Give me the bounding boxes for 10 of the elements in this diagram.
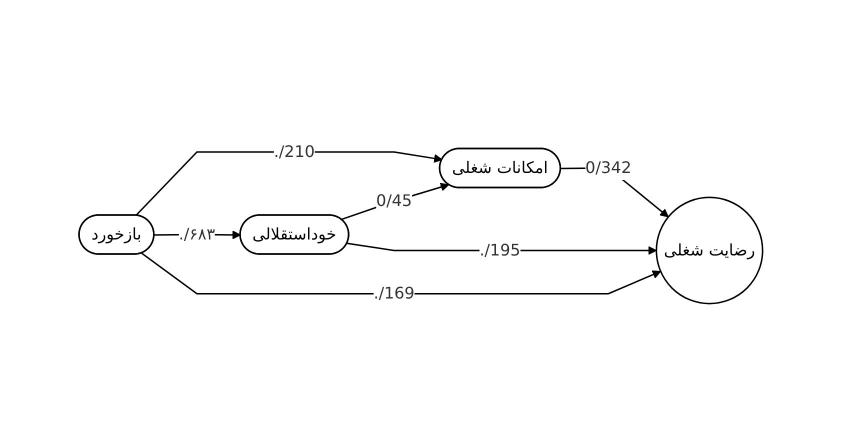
arrow: [141, 252, 662, 295]
edge-label: ./169: [374, 284, 415, 303]
edge-label: 0/342: [585, 158, 632, 178]
edge-label: ./195: [480, 240, 521, 260]
arrow: [341, 182, 450, 220]
node-circle: رضایت شغلی: [656, 196, 764, 304]
edge-label: ./۶۸۳: [179, 224, 216, 244]
arrow: [136, 151, 443, 216]
edge-label: 0/45: [376, 191, 412, 210]
edge-label: ./210: [274, 142, 316, 162]
